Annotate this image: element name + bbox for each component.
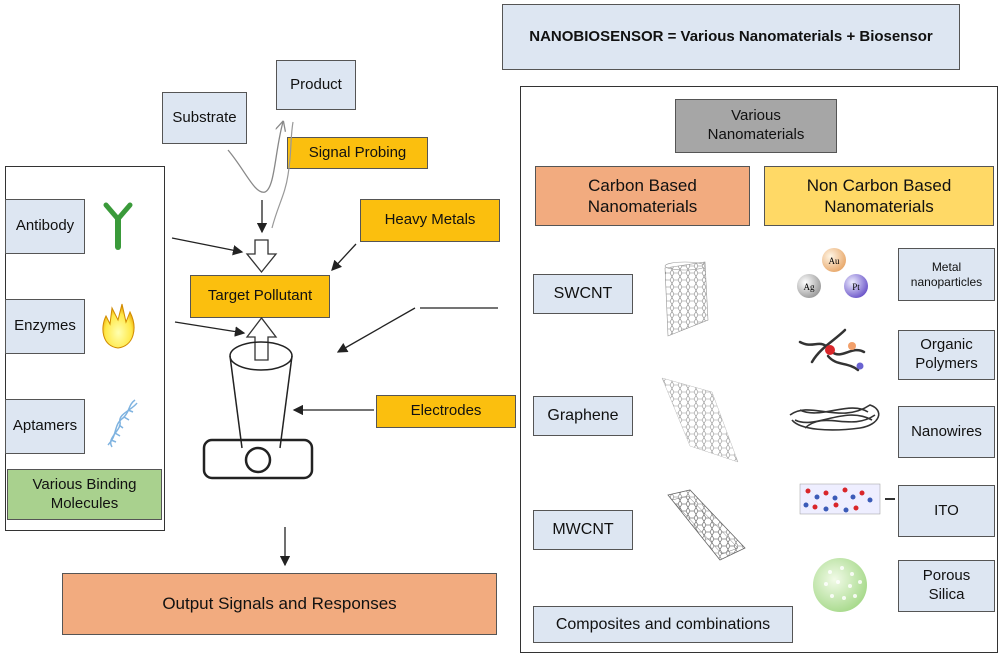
np-label-pt: Pt <box>852 282 860 292</box>
target-pollutant-label: Target Pollutant <box>207 287 313 305</box>
organic-polymers-label: Organic Polymers <box>915 336 978 372</box>
metal-nanoparticles-box: Metal nanoparticles <box>898 248 995 301</box>
equation-header: NANOBIOSENSOR = Various Nanomaterials + … <box>502 4 960 70</box>
enzymes-label: Enzymes <box>14 317 76 335</box>
output-box: Output Signals and Responses <box>62 573 497 635</box>
equation-text: NANOBIOSENSOR = Various Nanomaterials + … <box>529 27 933 45</box>
antibody-box: Antibody <box>5 199 85 254</box>
heavy-metals-label: Heavy Metals <box>384 211 476 229</box>
composites-box: Composites and combinations <box>533 606 793 643</box>
antibody-arrow <box>171 237 244 256</box>
porous-silica-box: Porous Silica <box>898 560 995 612</box>
mwcnt-box: MWCNT <box>533 510 633 550</box>
various-nanomaterials-label: Various Nanomaterials <box>707 107 805 143</box>
swcnt-box: SWCNT <box>533 274 633 314</box>
graphene-box: Graphene <box>533 396 633 436</box>
output-label: Output Signals and Responses <box>162 594 397 614</box>
product-label: Product <box>290 75 342 93</box>
graphene-label: Graphene <box>547 407 619 424</box>
nanomaterials-panel <box>520 86 998 653</box>
electrodes-label: Electrodes <box>410 402 482 420</box>
nanowires-icon <box>789 404 880 431</box>
heavy-metals-arrow <box>331 243 357 271</box>
enzymes-box: Enzymes <box>5 299 85 354</box>
ito-label: ITO <box>934 501 959 519</box>
flame-icon <box>102 303 135 349</box>
carbon-header-box: Carbon Based Nanomaterials <box>535 166 750 226</box>
substrate-label: Substrate <box>172 108 237 126</box>
signal-probing-box: Signal Probing <box>287 137 428 169</box>
binding-molecules-label: Various Binding Molecules <box>32 475 137 512</box>
target-pollutant-box: Target Pollutant <box>190 275 330 318</box>
porous-silica-icon <box>813 558 867 612</box>
composites-label: Composites and combinations <box>555 615 771 633</box>
swcnt-label: SWCNT <box>553 285 613 302</box>
np-label-ag: Ag <box>804 282 815 292</box>
organic-polymers-icon <box>798 328 866 372</box>
block-arrow-up <box>245 316 278 361</box>
nanowires-label: Nanowires <box>911 422 982 440</box>
porous-silica-label: Porous Silica <box>922 567 971 603</box>
noncarbon-header-box: Non Carbon Based Nanomaterials <box>764 166 994 226</box>
substrate-box: Substrate <box>162 92 247 144</box>
enzymes-arrow <box>174 321 246 337</box>
antibody-icon <box>103 202 133 250</box>
mwcnt-icon <box>667 489 746 561</box>
organic-polymers-box: Organic Polymers <box>898 330 995 380</box>
np-label-au: Au <box>829 256 840 266</box>
mwcnt-label: MWCNT <box>552 521 614 538</box>
product-box: Product <box>276 60 356 110</box>
binding-molecules-title: Various Binding Molecules <box>7 469 162 520</box>
ito-icon <box>799 483 895 515</box>
nanowires-box: Nanowires <box>898 406 995 458</box>
sensor-device <box>202 341 314 480</box>
carbon-header-label: Carbon Based Nanomaterials <box>587 175 698 216</box>
noncarbon-header-label: Non Carbon Based Nanomaterials <box>806 175 952 216</box>
reaction-curve-2 <box>271 121 294 229</box>
aptamers-label: Aptamers <box>12 417 78 435</box>
metal-nanoparticles-icon: Au Ag Pt <box>797 248 868 298</box>
nanomaterials-arrow <box>336 307 416 353</box>
aptamers-box: Aptamers <box>5 399 85 454</box>
ito-box: ITO <box>898 485 995 537</box>
various-nanomaterials-box: Various Nanomaterials <box>675 99 837 153</box>
antibody-label: Antibody <box>15 217 75 235</box>
swcnt-icon <box>664 261 709 337</box>
dna-helix-icon <box>107 399 138 448</box>
signal-probing-label: Signal Probing <box>308 143 407 161</box>
graphene-icon <box>661 377 739 463</box>
heavy-metals-box: Heavy Metals <box>360 199 500 242</box>
electrodes-box: Electrodes <box>376 395 516 428</box>
block-arrow-down <box>245 239 278 274</box>
reaction-curve <box>227 122 283 193</box>
metal-nanoparticles-label: Metal nanoparticles <box>910 259 983 289</box>
